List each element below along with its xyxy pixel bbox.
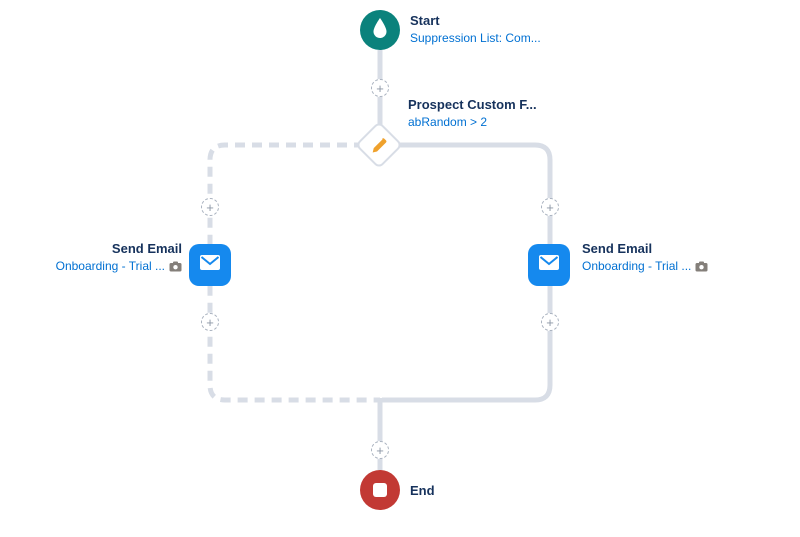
decision-label: Prospect Custom F... abRandom > 2 [408, 97, 537, 129]
email-asset-link[interactable]: Onboarding - Trial ... [582, 259, 692, 273]
droplet-icon [372, 17, 388, 43]
add-step-button[interactable]: + [541, 313, 559, 331]
send-email-label-right: Send Email Onboarding - Trial ... [582, 241, 708, 273]
edit-pencil-icon [371, 137, 388, 154]
start-node[interactable] [360, 10, 400, 50]
envelope-icon [200, 255, 220, 275]
start-subtitle-link[interactable]: Suppression List: Com... [410, 31, 541, 45]
stop-icon [373, 483, 387, 497]
plus-icon: + [206, 199, 214, 215]
decision-subtitle-link[interactable]: abRandom > 2 [408, 115, 488, 129]
add-step-button[interactable]: + [201, 313, 219, 331]
end-label: End [410, 483, 435, 498]
plus-icon: + [546, 199, 554, 215]
camera-icon[interactable] [695, 261, 708, 272]
decision-node[interactable] [354, 120, 404, 170]
plus-icon: + [376, 442, 384, 458]
connector-left-branch [207, 142, 380, 403]
plus-icon: + [376, 80, 384, 96]
send-email-node-right[interactable] [528, 244, 570, 286]
start-title: Start [410, 13, 440, 28]
connector-right-branch [382, 142, 553, 403]
camera-icon[interactable] [169, 261, 182, 272]
decision-title: Prospect Custom F... [408, 97, 537, 112]
start-label: Start Suppression List: Com... [410, 13, 541, 45]
add-step-button[interactable]: + [371, 79, 389, 97]
email-asset-link[interactable]: Onboarding - Trial ... [55, 259, 165, 273]
add-step-button[interactable]: + [371, 441, 389, 459]
send-email-title: Send Email [582, 241, 653, 256]
end-node[interactable] [360, 470, 400, 510]
envelope-icon [539, 255, 559, 275]
send-email-title: Send Email [111, 241, 182, 256]
end-title: End [410, 483, 435, 498]
plus-icon: + [546, 314, 554, 330]
plus-icon: + [206, 314, 214, 330]
send-email-node-left[interactable] [189, 244, 231, 286]
add-step-button[interactable]: + [541, 198, 559, 216]
send-email-label-left: Send Email Onboarding - Trial ... [20, 241, 182, 273]
add-step-button[interactable]: + [201, 198, 219, 216]
